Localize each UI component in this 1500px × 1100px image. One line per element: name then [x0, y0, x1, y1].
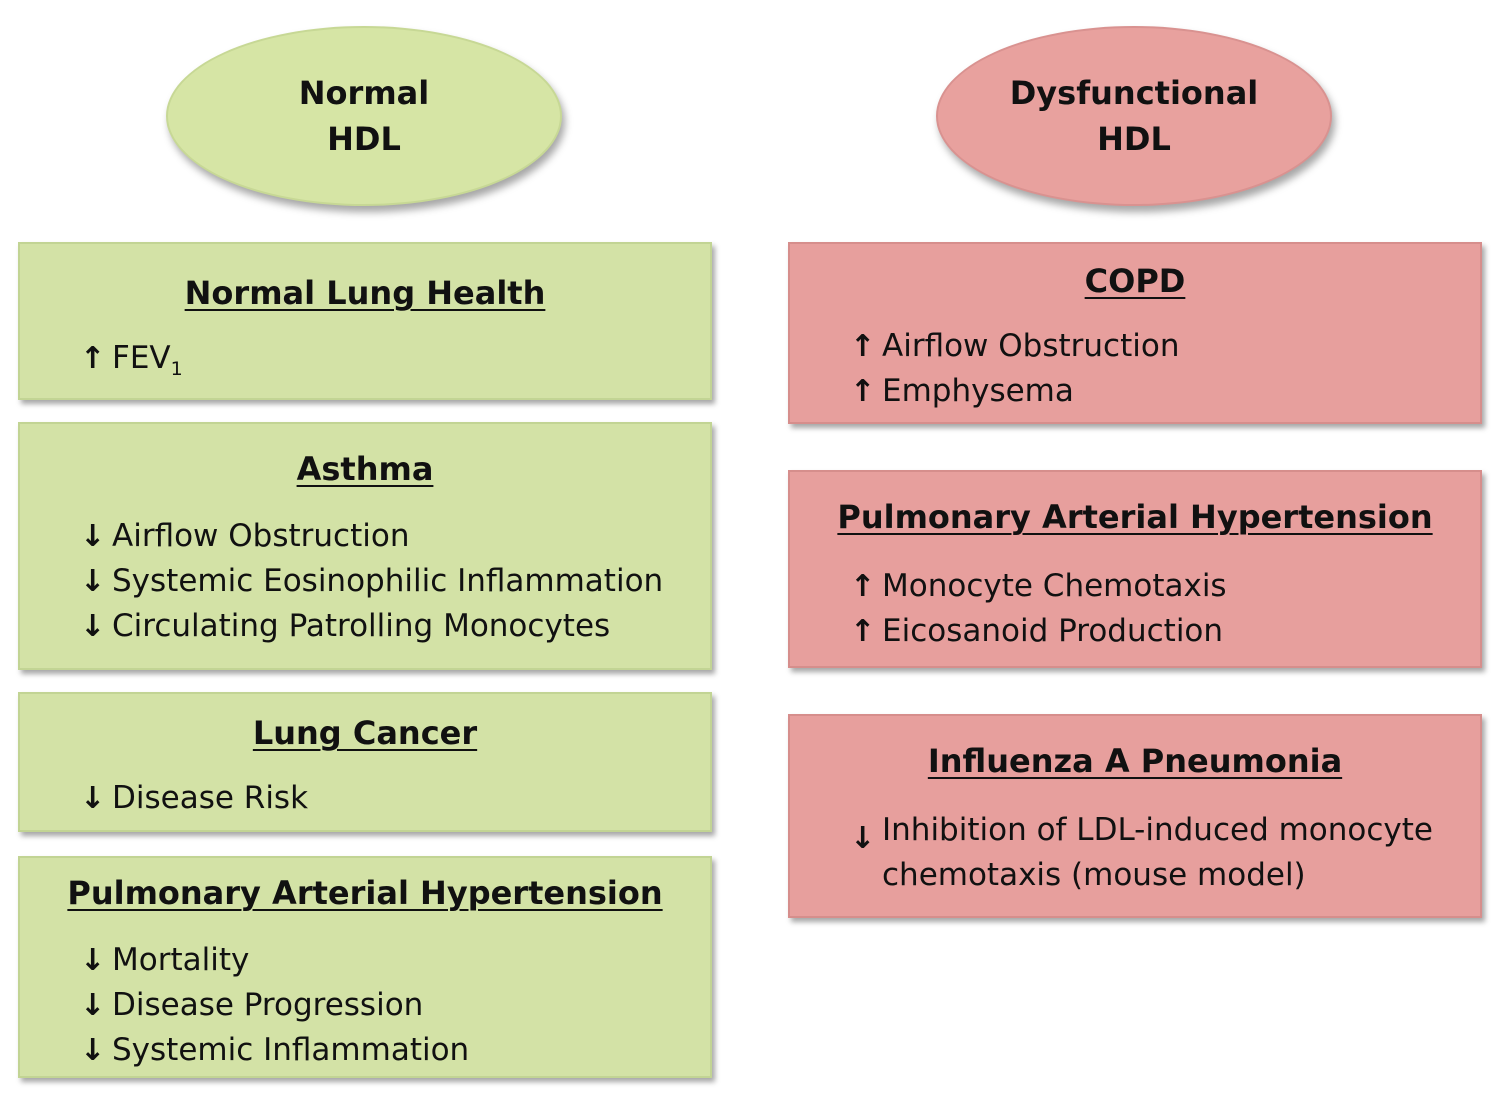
arrow-up-icon: ↑ [850, 614, 876, 649]
item-text: Systemic Eosinophilic Inflammation [112, 563, 664, 599]
arrow-down-icon: ↓ [80, 609, 106, 644]
list-item: ↓ Systemic Eosinophilic Inflammation [80, 559, 663, 604]
arrow-up-icon: ↑ [850, 569, 876, 604]
list-item: ↓ Disease Risk [80, 776, 308, 821]
box-title: Pulmonary Arterial Hypertension [837, 498, 1433, 536]
arrow-down-icon: ↓ [80, 1033, 106, 1068]
arrow-up-icon: ↑ [850, 374, 876, 409]
box-influenza-a-pneumonia: Influenza A Pneumonia ↓ Inhibition of LD… [788, 714, 1482, 918]
dysfunctional-hdl-label-line2: HDL [1097, 120, 1171, 158]
box-items: ↓ Inhibition of LDL-induced monocyte che… [850, 808, 1450, 898]
dysfunctional-hdl-ellipse: Dysfunctional HDL [936, 26, 1332, 206]
box-items: ↑ Airflow Obstruction ↑ Emphysema [850, 324, 1179, 414]
dysfunctional-hdl-label-line1: Dysfunctional [1009, 74, 1259, 112]
list-item: ↓ Airflow Obstruction [80, 514, 663, 559]
normal-hdl-label-line2: HDL [327, 120, 401, 158]
box-items: ↓ Mortality ↓ Disease Progression ↓ Syst… [80, 938, 469, 1073]
item-text: Mortality [112, 942, 250, 978]
item-text: FEV1 [112, 336, 183, 392]
list-item: ↑ Eicosanoid Production [850, 609, 1227, 654]
list-item: ↑ Airflow Obstruction [850, 324, 1179, 369]
list-item: ↓ Disease Progression [80, 983, 469, 1028]
list-item: ↑ FEV1 [80, 336, 183, 392]
box-items: ↑ FEV1 [80, 336, 183, 392]
box-title: Lung Cancer [252, 714, 478, 752]
arrow-down-icon: ↓ [850, 821, 876, 856]
normal-hdl-ellipse: Normal HDL [166, 26, 562, 206]
list-item: ↑ Emphysema [850, 369, 1179, 414]
list-item: ↓ Systemic Inflammation [80, 1028, 469, 1073]
item-text: Disease Progression [112, 987, 424, 1023]
arrow-up-icon: ↑ [80, 341, 106, 376]
box-title: Asthma [296, 450, 434, 488]
list-item: ↓ Inhibition of LDL-induced monocyte che… [850, 808, 1450, 898]
item-text: Airflow Obstruction [112, 518, 410, 554]
list-item: ↓ Circulating Patrolling Monocytes [80, 604, 663, 649]
arrow-down-icon: ↓ [80, 519, 106, 554]
box-items: ↑ Monocyte Chemotaxis ↑ Eicosanoid Produ… [850, 564, 1227, 654]
box-items: ↓ Disease Risk [80, 776, 308, 821]
box-normal-lung-health: Normal Lung Health ↑ FEV1 [18, 242, 712, 400]
arrow-down-icon: ↓ [80, 943, 106, 978]
box-title: COPD [1084, 262, 1186, 300]
list-item: ↑ Monocyte Chemotaxis [850, 564, 1227, 609]
item-text: Airflow Obstruction [882, 328, 1180, 364]
box-copd: COPD ↑ Airflow Obstruction ↑ Emphysema [788, 242, 1482, 424]
item-text-main: FEV [112, 340, 171, 376]
box-pulmonary-arterial-hypertension-normal: Pulmonary Arterial Hypertension ↓ Mortal… [18, 856, 712, 1078]
normal-hdl-label-line1: Normal [298, 74, 430, 112]
box-pulmonary-arterial-hypertension-dysfunctional: Pulmonary Arterial Hypertension ↑ Monocy… [788, 470, 1482, 668]
box-lung-cancer: Lung Cancer ↓ Disease Risk [18, 692, 712, 832]
item-text: Disease Risk [112, 780, 309, 816]
box-asthma: Asthma ↓ Airflow Obstruction ↓ Systemic … [18, 422, 712, 670]
box-title: Pulmonary Arterial Hypertension [67, 874, 663, 912]
arrow-down-icon: ↓ [80, 564, 106, 599]
box-items: ↓ Airflow Obstruction ↓ Systemic Eosinop… [80, 514, 663, 649]
arrow-down-icon: ↓ [80, 781, 106, 816]
item-subscript: 1 [170, 358, 183, 381]
item-text: Circulating Patrolling Monocytes [112, 608, 611, 644]
arrow-down-icon: ↓ [80, 988, 106, 1023]
item-text: Inhibition of LDL-induced monocyte chemo… [882, 812, 1433, 893]
item-text: Eicosanoid Production [882, 613, 1224, 649]
box-title: Normal Lung Health [184, 274, 546, 312]
item-text: Monocyte Chemotaxis [882, 568, 1227, 604]
arrow-up-icon: ↑ [850, 329, 876, 364]
list-item: ↓ Mortality [80, 938, 469, 983]
box-title: Influenza A Pneumonia [927, 742, 1343, 780]
item-text: Systemic Inflammation [112, 1032, 470, 1068]
item-text: Emphysema [882, 373, 1074, 409]
